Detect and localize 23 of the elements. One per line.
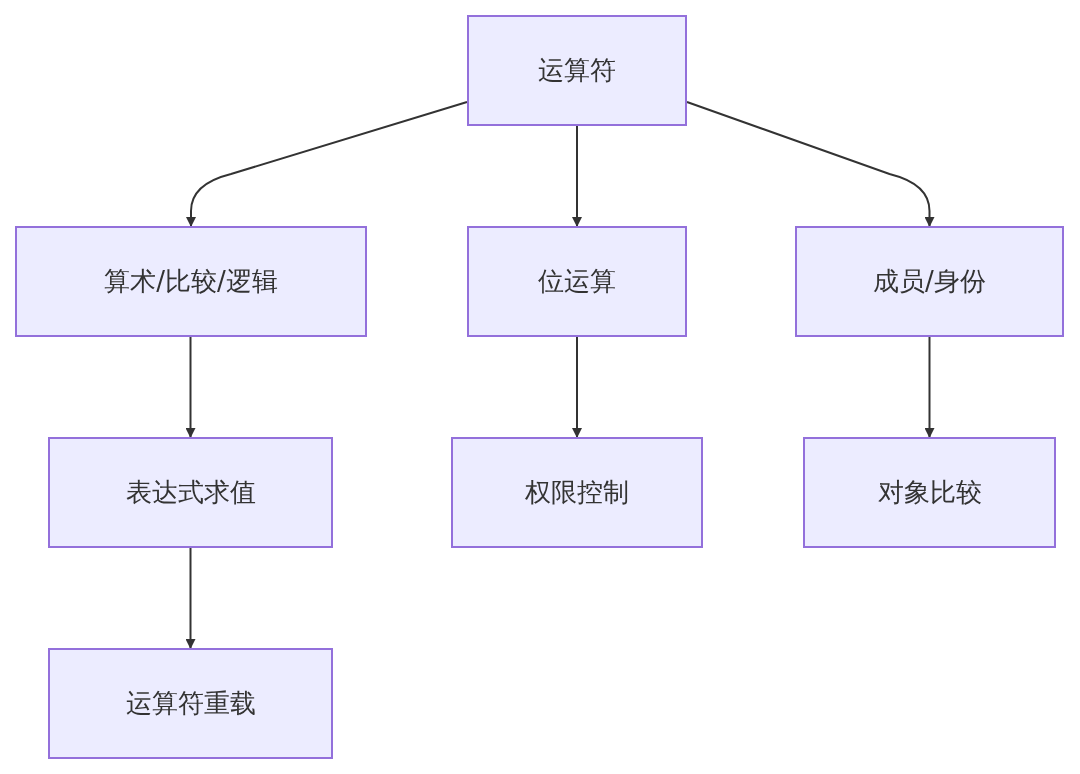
node-label: 位运算 [538,265,616,298]
process-box [48,648,333,759]
node-label: 运算符重载 [125,687,256,720]
node-label: 对象比较 [877,476,982,509]
process-box [467,15,687,126]
node-label: 算术/比较/逻辑 [104,265,278,298]
node-label: 权限控制 [525,476,629,509]
process-box [803,437,1056,548]
process-box [451,437,703,548]
node-label: 运算符 [538,54,616,87]
process-box [15,226,367,337]
arrow [572,336,582,438]
arrow [185,547,196,649]
arrow [686,101,935,227]
arrow [924,336,935,438]
process-box [467,226,687,337]
process-box [795,226,1064,337]
arrow [185,336,196,438]
node-label: 成员/身份 [873,265,986,298]
node-label: 表达式求值 [125,476,256,509]
arrow [186,101,468,227]
process-box [48,437,333,548]
arrow [572,125,582,227]
